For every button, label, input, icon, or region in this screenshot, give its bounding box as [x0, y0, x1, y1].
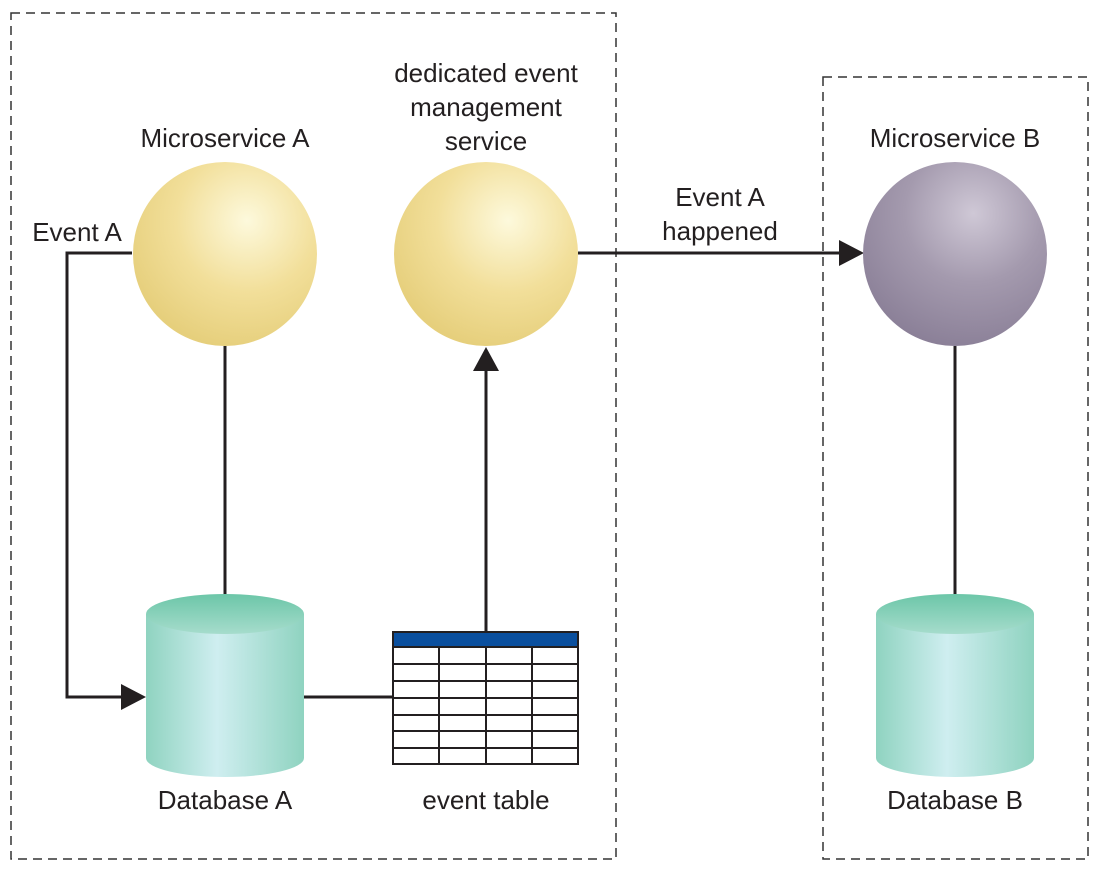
event-happened-label-line2: happened	[662, 216, 778, 246]
event-management-service-label: dedicated event management service	[356, 56, 616, 158]
database-a-cylinder	[146, 594, 304, 777]
microservice-b-label: Microservice B	[869, 123, 1041, 153]
event-table-arrowhead	[473, 347, 499, 371]
event-management-service-node	[394, 162, 578, 346]
database-b-label: Database B	[887, 785, 1023, 815]
event-happened-label-line1: Event A	[675, 182, 765, 212]
microservice-b-node	[863, 162, 1047, 346]
database-b-cylinder	[876, 594, 1034, 777]
service-b-boundary	[822, 76, 1089, 860]
event-management-service-label-line1: dedicated event	[394, 58, 578, 88]
event-table-header	[392, 631, 579, 648]
event-table-grid	[392, 631, 579, 765]
event-management-service-label-line2: management	[410, 92, 562, 122]
event-table-label: event table	[422, 785, 550, 815]
database-a-label: Database A	[157, 785, 293, 815]
microservice-a-label: Microservice A	[140, 123, 310, 153]
event-management-service-label-line3: service	[444, 126, 528, 156]
event-happened-label: Event A happened	[630, 180, 810, 248]
event-a-label: Event A	[32, 217, 122, 247]
event-a-arrowhead	[121, 684, 146, 710]
service-a-boundary	[10, 12, 617, 860]
event-a-arrow-line	[65, 251, 132, 699]
microservice-a-node	[133, 162, 317, 346]
event-happened-arrowhead	[839, 240, 864, 266]
